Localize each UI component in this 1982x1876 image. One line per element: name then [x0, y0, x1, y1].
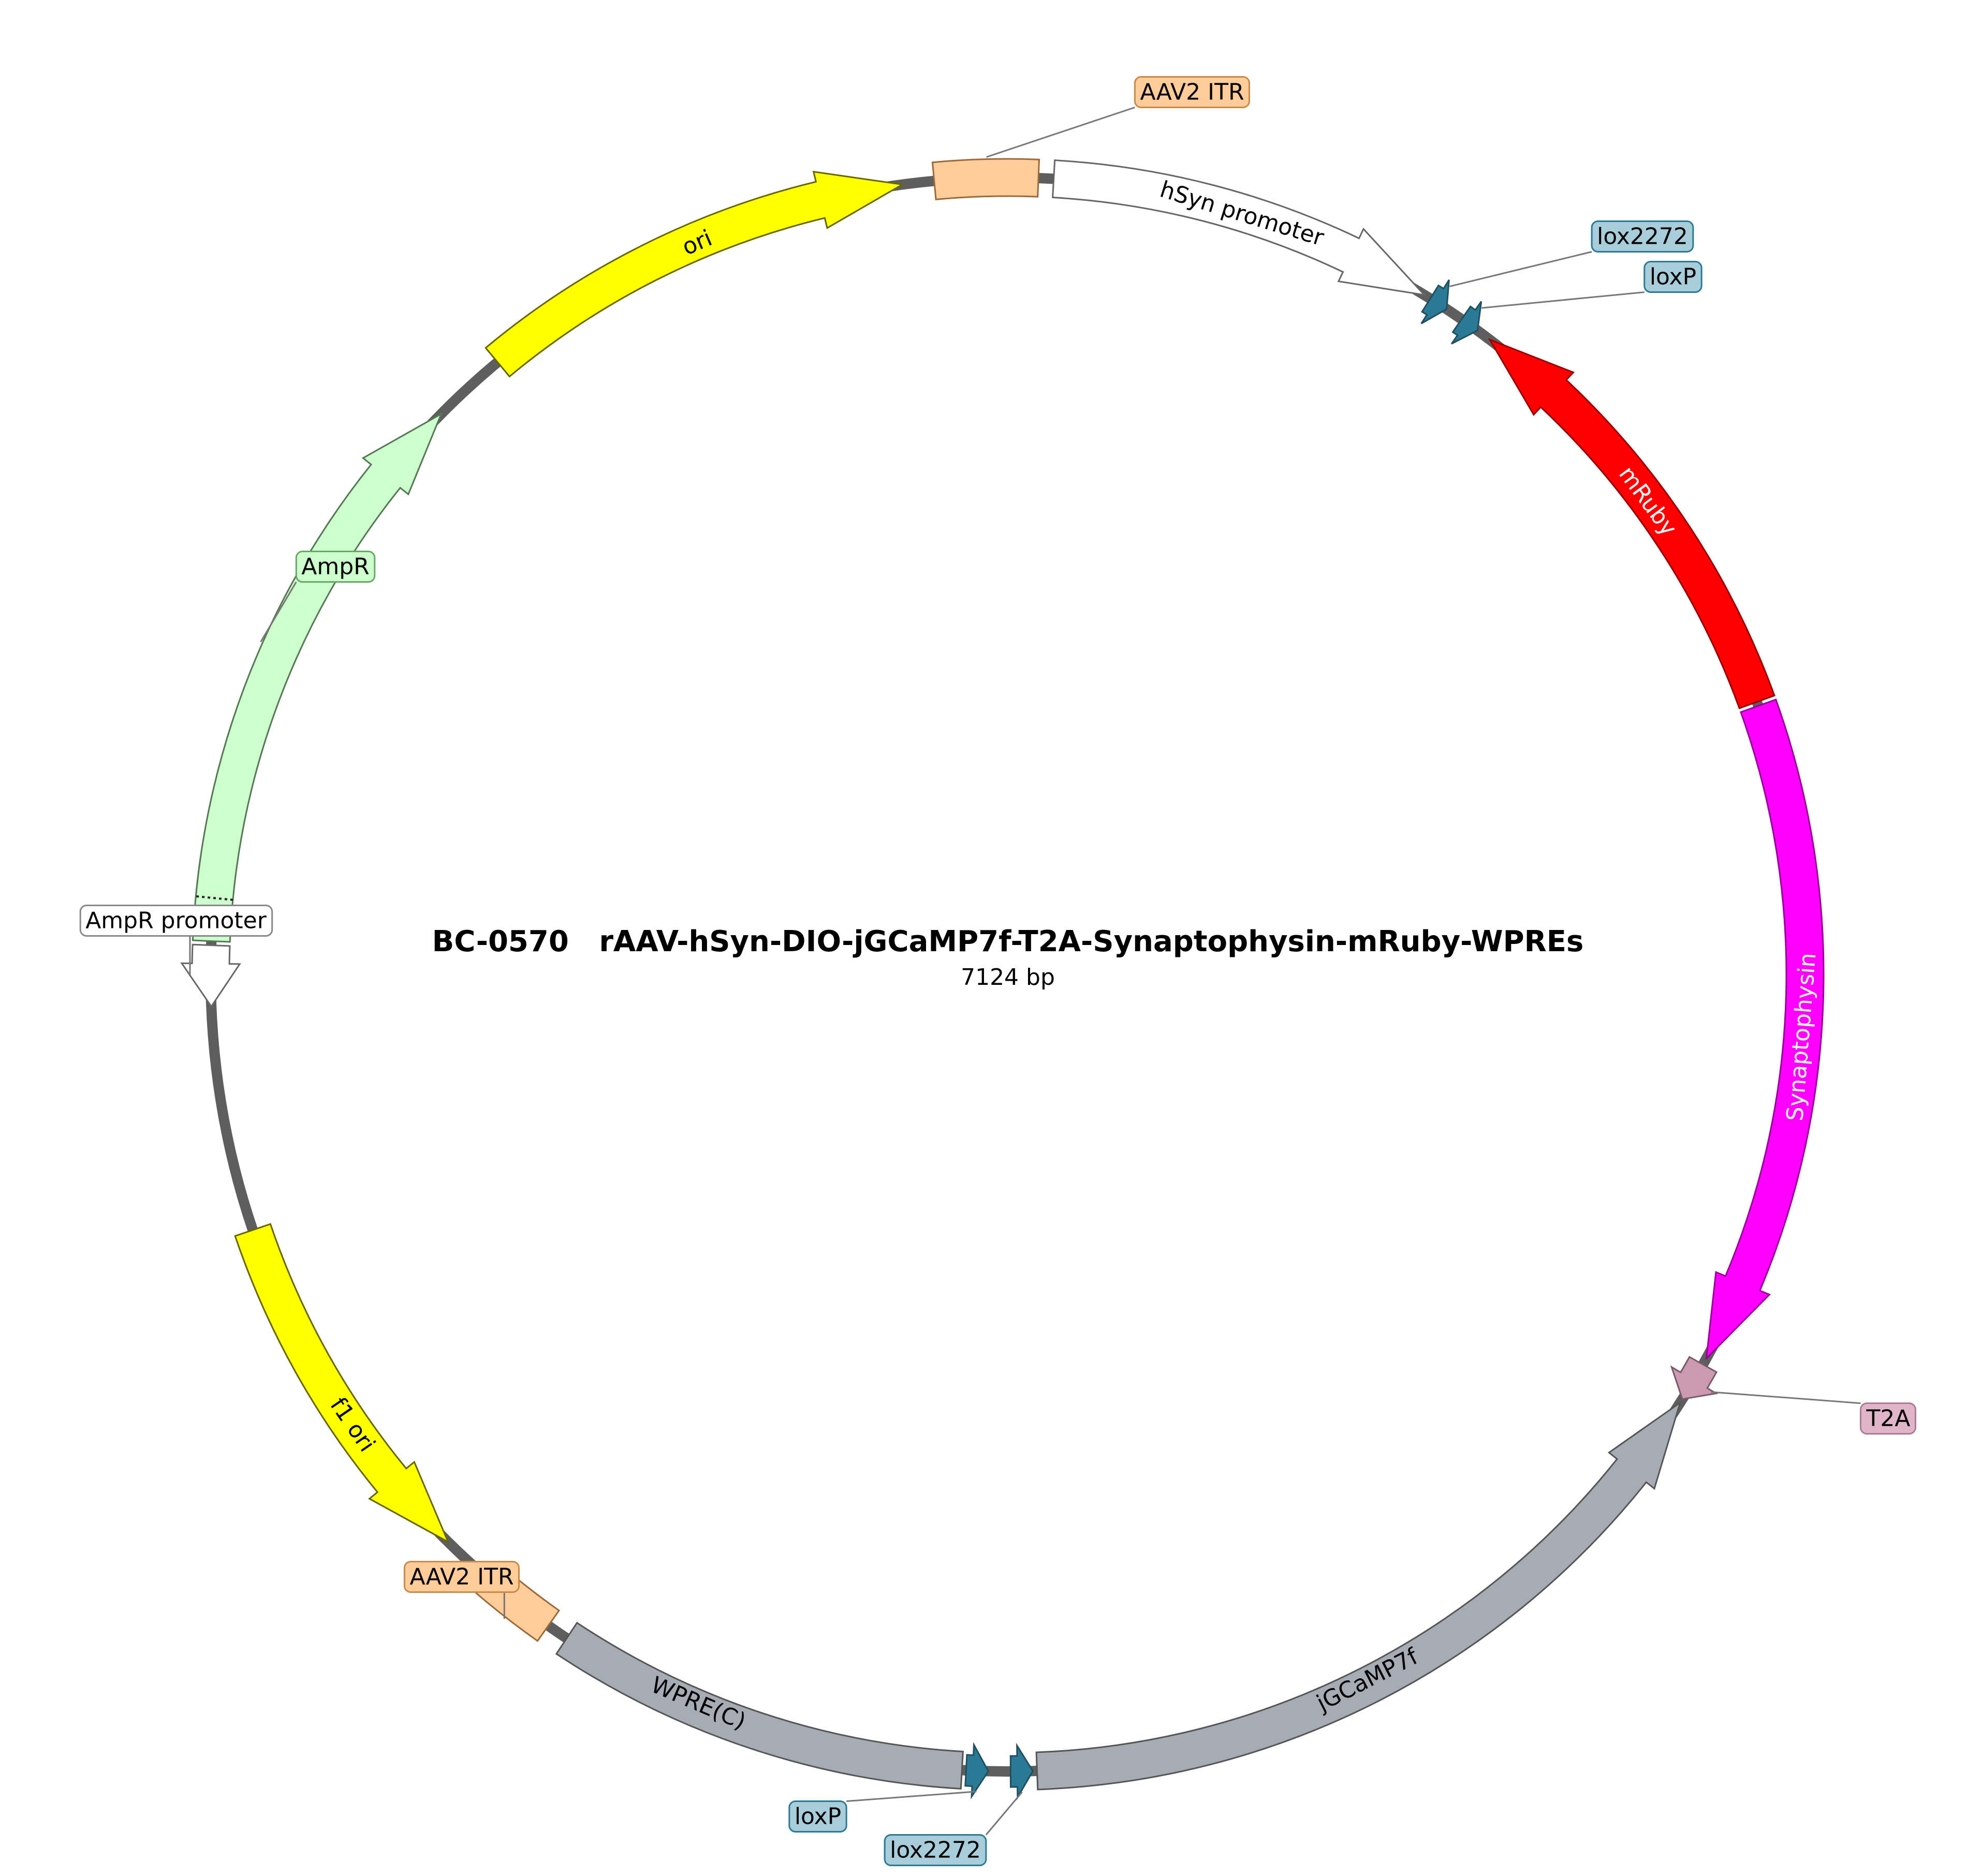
feature-synaptophysin [1705, 698, 1825, 1361]
feature-ori [485, 170, 905, 378]
feature-loxp-bottom [964, 1742, 990, 1799]
callout-aav2-itr-bottom: AAV2 ITR [403, 1561, 520, 1619]
feature-layer: hSyn promotermRubySynaptophysinjGCaMP7fW… [180, 158, 1825, 1800]
callout-label-lox2272-bottom: lox2272 [890, 1837, 981, 1864]
callout-leader-lox2272-bottom [985, 1791, 1023, 1836]
feature-jgcamp7f [1035, 1400, 1682, 1791]
plasmid-size: 7124 bp [961, 964, 1055, 991]
callout-leader-aav2-itr-top [986, 107, 1135, 158]
callout-label-lox2272-top: lox2272 [1597, 224, 1688, 250]
feature-mruby [1488, 338, 1775, 710]
callout-leader-lox2272-top [1449, 251, 1592, 287]
callout-box-loxp-bottom [788, 1800, 847, 1833]
callout-box-lox2272-top [1591, 220, 1694, 253]
feature-lox2272-bottom [1009, 1742, 1034, 1800]
callout-leader-ampr [260, 581, 297, 643]
callout-ampr-promoter: AmpR promoter [79, 905, 273, 974]
feature-aav2-itr-top [931, 158, 1040, 201]
callout-leader-loxp-bottom [846, 1791, 977, 1802]
callout-layer: AAV2 ITR lox2272 loxP T2A lox2272 loxP AAV2 IT… [79, 76, 1916, 1866]
callout-leader-loxp-top [1481, 291, 1645, 309]
feature-ampr [192, 412, 443, 943]
callout-leader-t2a [1711, 1391, 1861, 1404]
callout-loxp-bottom: loxP [788, 1791, 977, 1833]
feature-loxp-top [1450, 301, 1482, 345]
plasmid-title: BC-0570 rAAV-hSyn-DIO-jGCaMP7f-T2A-Synap… [432, 925, 1584, 958]
callout-lox2272-top: lox2272 [1449, 220, 1694, 287]
callout-label-t2a: T2A [1866, 1406, 1911, 1432]
callout-label-loxp-bottom: loxP [795, 1804, 841, 1830]
feature-t2a [1670, 1355, 1719, 1400]
ampr-signal-boundary [196, 895, 233, 901]
callout-aav2-itr-top: AAV2 ITR [986, 76, 1250, 158]
feature-hsyn-promoter [1052, 159, 1427, 297]
feature-ampr-promoter [180, 943, 241, 1008]
callout-label-ampr-promoter: AmpR promoter [85, 908, 267, 934]
feature-wpre-c [555, 1621, 964, 1790]
callout-box-ampr [295, 551, 376, 583]
callout-loxp-top: loxP [1481, 261, 1702, 309]
callout-label-aav2-itr-bottom: AAV2 ITR [409, 1564, 513, 1590]
feature-f1-ori [234, 1223, 450, 1544]
callout-box-ampr-promoter [79, 905, 273, 937]
callout-label-aav2-itr-top: AAV2 ITR [1140, 79, 1244, 106]
callout-label-loxp-top: loxP [1650, 264, 1696, 290]
callout-box-lox2272-bottom [884, 1834, 987, 1866]
callout-lox2272-bottom: lox2272 [884, 1791, 1023, 1866]
feature-lox2272-top [1420, 279, 1450, 324]
callout-box-aav2-itr-top [1134, 76, 1250, 108]
callout-box-loxp-top [1643, 261, 1702, 293]
callout-ampr: AmpR [260, 551, 376, 643]
callout-label-ampr: AmpR [301, 554, 369, 580]
callout-box-t2a [1860, 1402, 1916, 1435]
callout-box-aav2-itr-bottom [403, 1561, 520, 1593]
callout-t2a: T2A [1711, 1391, 1916, 1435]
